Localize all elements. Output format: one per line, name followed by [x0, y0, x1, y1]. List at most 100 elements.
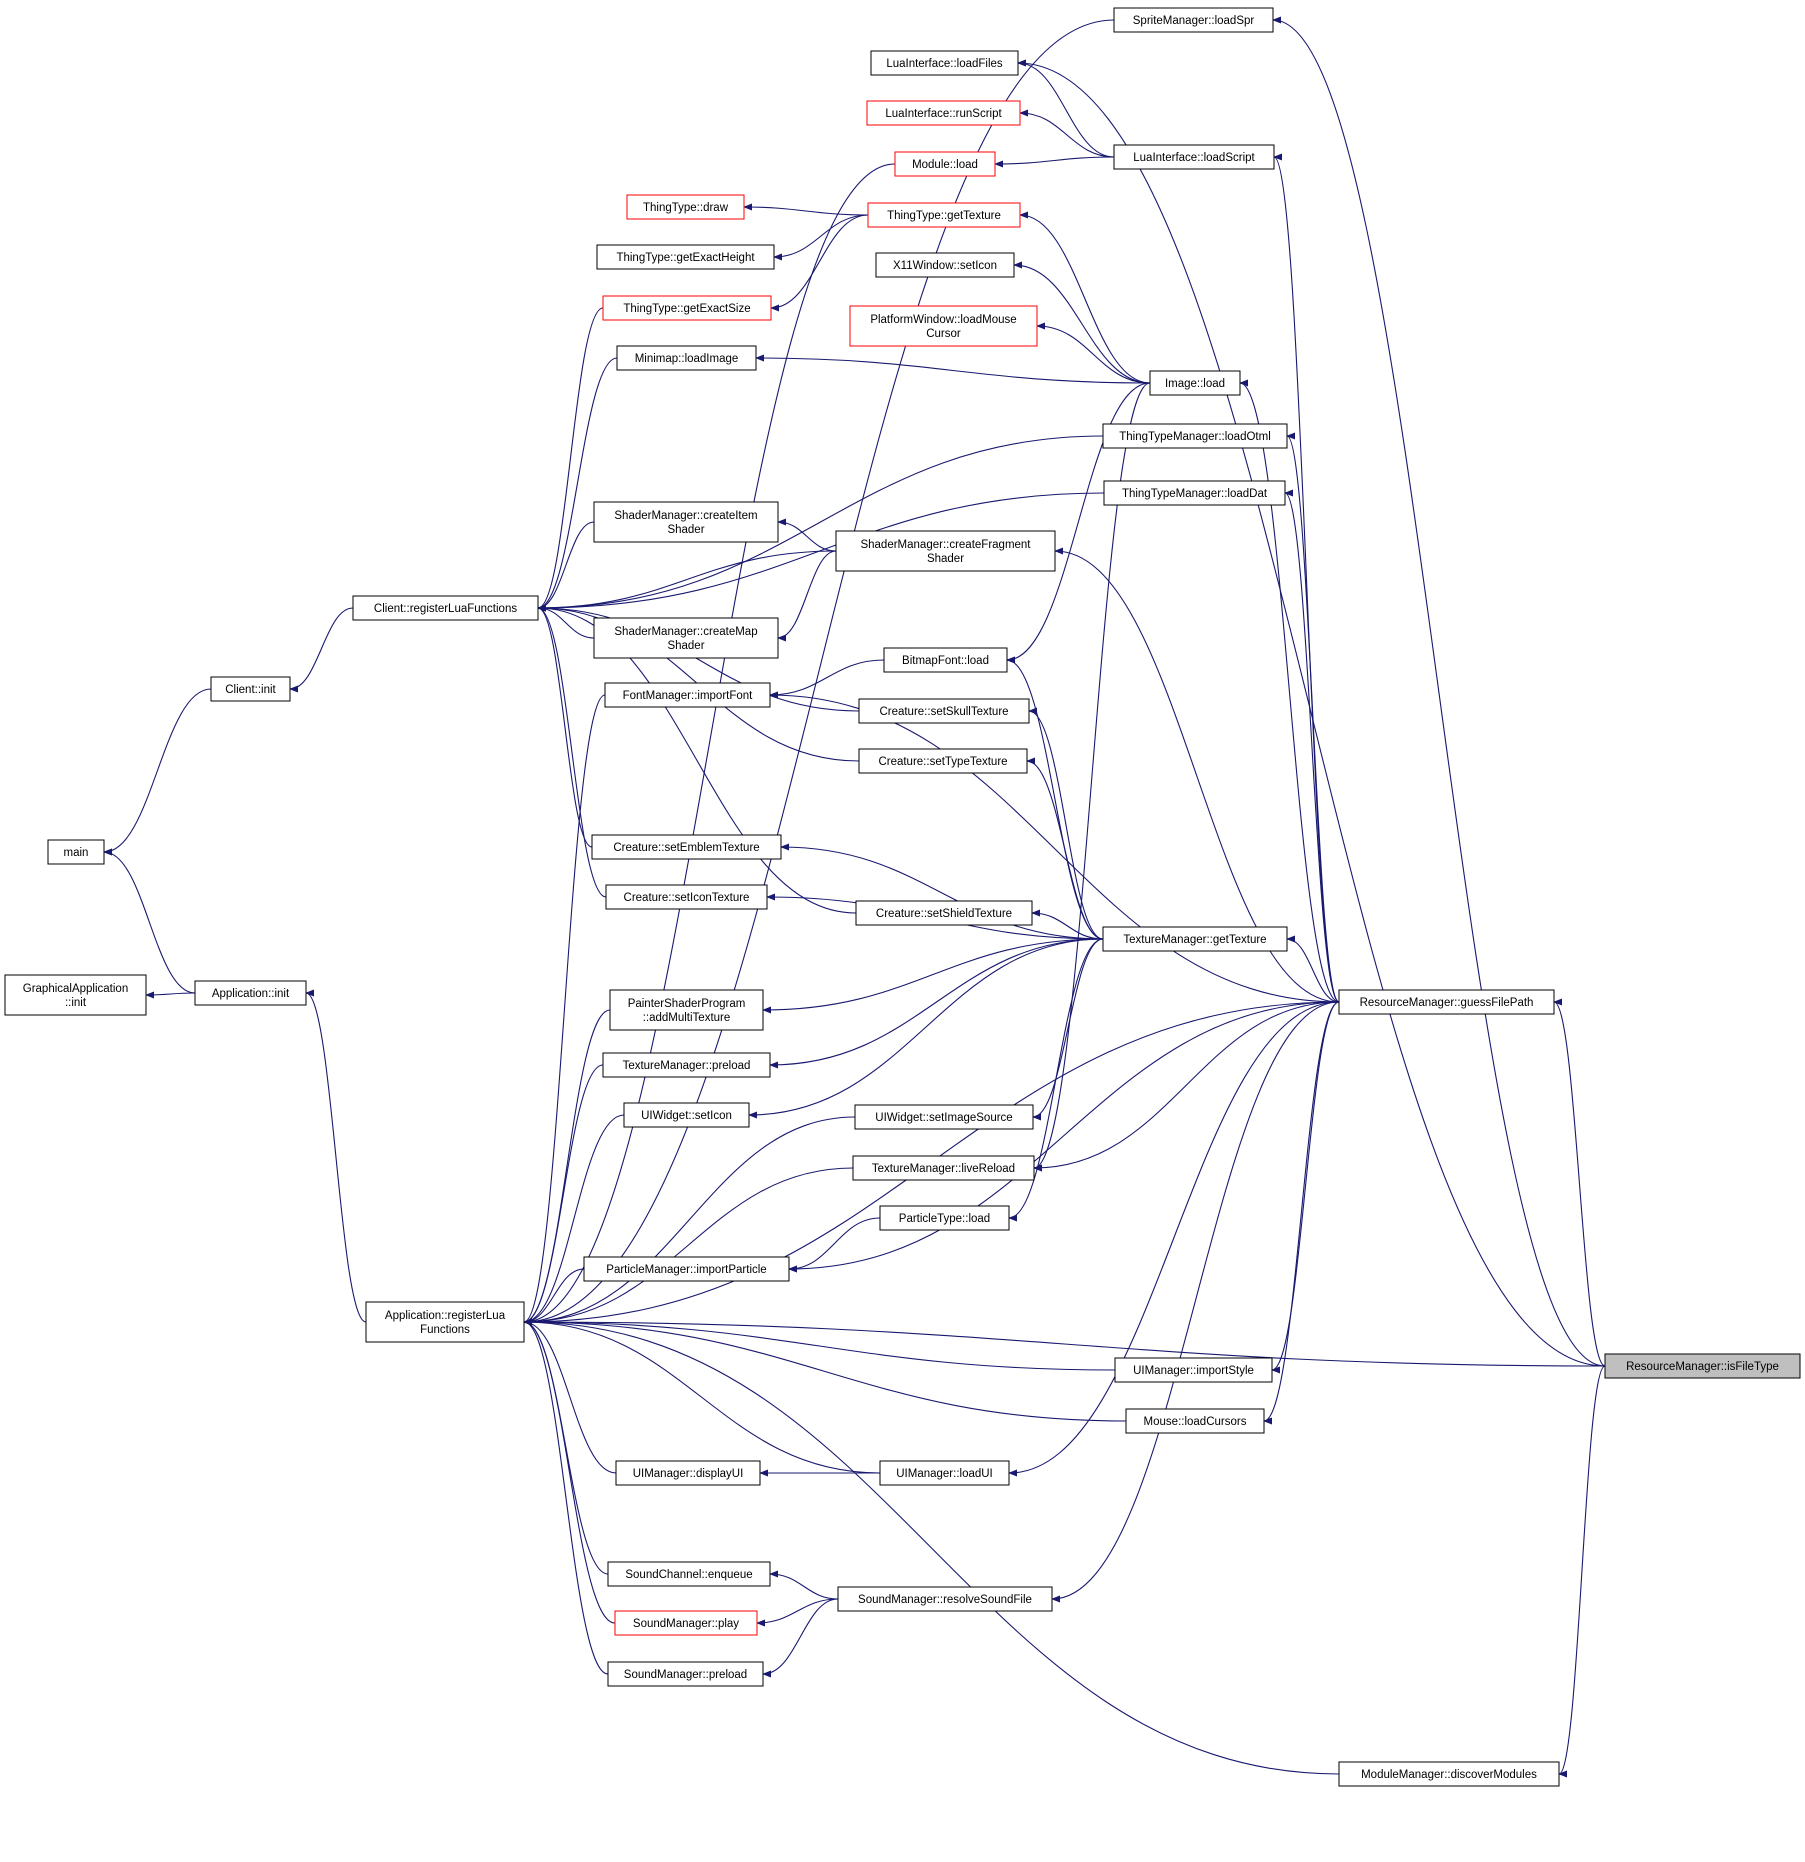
node-box-cr_type[interactable] [858, 748, 1028, 774]
node-tt_gettexture[interactable]: ThingType::getTexture [867, 202, 1021, 228]
node-sc_enqueue[interactable]: SoundChannel::enqueue [607, 1561, 771, 1587]
node-box-rm_guess[interactable] [1338, 989, 1555, 1015]
node-box-cr_icon[interactable] [605, 884, 768, 910]
node-box-app_init[interactable] [194, 980, 307, 1006]
node-x11_seticon[interactable]: X11Window::setIcon [875, 252, 1015, 278]
node-uiw_seticon[interactable]: UIWidget::setIcon [623, 1102, 750, 1128]
node-uiw_setimage[interactable]: UIWidget::setImageSource [854, 1104, 1034, 1130]
node-image_load[interactable]: Image::load [1149, 370, 1241, 396]
node-lua_loadscript[interactable]: LuaInterface::loadScript [1113, 144, 1275, 170]
node-box-tt_exactheight[interactable] [596, 244, 775, 270]
node-box-spr_loadspr[interactable] [1113, 7, 1274, 33]
node-box-image_load[interactable] [1149, 370, 1241, 396]
node-cr_shield[interactable]: Creature::setShieldTexture [855, 900, 1033, 926]
node-pm_import[interactable]: ParticleManager::importParticle [583, 1256, 790, 1282]
node-box-client_reglua[interactable] [352, 595, 539, 621]
node-box-sc_enqueue[interactable] [607, 1561, 771, 1587]
node-box-sndm_preload[interactable] [607, 1661, 764, 1687]
node-sndm_resolve[interactable]: SoundManager::resolveSoundFile [837, 1586, 1053, 1612]
node-box-uim_loadui[interactable] [879, 1460, 1010, 1486]
node-box-minimap_loadimage[interactable] [616, 345, 757, 371]
node-texm_preload[interactable]: TextureManager::preload [602, 1052, 771, 1078]
node-box-sndm_play[interactable] [614, 1610, 758, 1636]
node-lua_loadfiles[interactable]: LuaInterface::loadFiles [870, 50, 1019, 76]
node-box-mouse_loadcursors[interactable] [1125, 1408, 1265, 1434]
node-box-rm_isfiletype[interactable] [1604, 1353, 1801, 1379]
node-pt_load[interactable]: ParticleType::load [879, 1205, 1010, 1231]
node-uim_loadui[interactable]: UIManager::loadUI [879, 1460, 1010, 1486]
node-cr_emblem[interactable]: Creature::setEmblemTexture [591, 834, 782, 860]
node-box-module_load[interactable] [894, 151, 996, 177]
node-uim_importstyle[interactable]: UIManager::importStyle [1114, 1357, 1273, 1383]
node-rm_guess[interactable]: ResourceManager::guessFilePath [1338, 989, 1555, 1015]
node-sndm_play[interactable]: SoundManager::play [614, 1610, 758, 1636]
node-cr_skull[interactable]: Creature::setSkullTexture [858, 698, 1030, 724]
node-box-uim_importstyle[interactable] [1114, 1357, 1273, 1383]
node-box-sm_itemshader[interactable] [593, 501, 779, 543]
node-fm_importfont[interactable]: FontManager::importFont [604, 682, 771, 708]
node-texm_gettexture[interactable]: TextureManager::getTexture [1102, 926, 1288, 952]
node-box-pt_load[interactable] [879, 1205, 1010, 1231]
node-rm_isfiletype[interactable]: ResourceManager::isFileType [1604, 1353, 1801, 1379]
node-box-lua_loadfiles[interactable] [870, 50, 1019, 76]
node-tt_exactheight[interactable]: ThingType::getExactHeight [596, 244, 775, 270]
node-cr_type[interactable]: Creature::setTypeTexture [858, 748, 1028, 774]
node-box-lua_loadscript[interactable] [1113, 144, 1275, 170]
node-box-uim_displayui[interactable] [615, 1460, 761, 1486]
node-sndm_preload[interactable]: SoundManager::preload [607, 1661, 764, 1687]
node-ttm_loadotml[interactable]: ThingTypeManager::loadOtml [1102, 423, 1288, 449]
node-bitmapfont_load[interactable]: BitmapFont::load [883, 647, 1008, 673]
node-texm_livereload[interactable]: TextureManager::liveReload [852, 1155, 1035, 1181]
node-box-main[interactable] [47, 839, 105, 865]
node-box-modm_discover[interactable] [1338, 1761, 1560, 1787]
node-box-sm_mapshader[interactable] [593, 617, 779, 659]
node-box-pm_import[interactable] [583, 1256, 790, 1282]
node-box-app_reglua[interactable] [365, 1301, 525, 1343]
node-app_reglua[interactable]: Application::registerLuaFunctions [365, 1301, 525, 1343]
node-psp_addmulti[interactable]: PainterShaderProgram::addMultiTexture [609, 989, 764, 1031]
node-box-pw_loadmouse[interactable] [849, 305, 1038, 347]
node-ga_init[interactable]: GraphicalApplication::init [4, 974, 147, 1016]
node-box-ttm_loadotml[interactable] [1102, 423, 1288, 449]
node-uim_displayui[interactable]: UIManager::displayUI [615, 1460, 761, 1486]
node-box-uiw_setimage[interactable] [854, 1104, 1034, 1130]
node-box-fm_importfont[interactable] [604, 682, 771, 708]
node-modm_discover[interactable]: ModuleManager::discoverModules [1338, 1761, 1560, 1787]
node-spr_loadspr[interactable]: SpriteManager::loadSpr [1113, 7, 1274, 33]
node-mouse_loadcursors[interactable]: Mouse::loadCursors [1125, 1408, 1265, 1434]
node-box-tt_gettexture[interactable] [867, 202, 1021, 228]
node-box-bitmapfont_load[interactable] [883, 647, 1008, 673]
node-box-lua_runscript[interactable] [866, 100, 1021, 126]
node-box-cr_emblem[interactable] [591, 834, 782, 860]
node-client_init[interactable]: Client::init [210, 676, 291, 702]
node-lua_runscript[interactable]: LuaInterface::runScript [866, 100, 1021, 126]
node-box-ttm_loaddat[interactable] [1103, 480, 1286, 506]
node-ttm_loaddat[interactable]: ThingTypeManager::loadDat [1103, 480, 1286, 506]
node-box-x11_seticon[interactable] [875, 252, 1015, 278]
node-box-ga_init[interactable] [4, 974, 147, 1016]
node-box-tt_draw[interactable] [626, 194, 745, 220]
node-box-tt_exactsize[interactable] [602, 295, 772, 321]
node-box-texm_preload[interactable] [602, 1052, 771, 1078]
node-client_reglua[interactable]: Client::registerLuaFunctions [352, 595, 539, 621]
node-main[interactable]: main [47, 839, 105, 865]
node-box-sm_fragshader[interactable] [835, 530, 1056, 572]
node-module_load[interactable]: Module::load [894, 151, 996, 177]
node-box-texm_gettexture[interactable] [1102, 926, 1288, 952]
node-tt_exactsize[interactable]: ThingType::getExactSize [602, 295, 772, 321]
node-box-psp_addmulti[interactable] [609, 989, 764, 1031]
node-box-uiw_seticon[interactable] [623, 1102, 750, 1128]
node-cr_icon[interactable]: Creature::setIconTexture [605, 884, 768, 910]
node-box-cr_shield[interactable] [855, 900, 1033, 926]
node-box-sndm_resolve[interactable] [837, 1586, 1053, 1612]
node-minimap_loadimage[interactable]: Minimap::loadImage [616, 345, 757, 371]
node-box-client_init[interactable] [210, 676, 291, 702]
node-app_init[interactable]: Application::init [194, 980, 307, 1006]
node-box-texm_livereload[interactable] [852, 1155, 1035, 1181]
node-tt_draw[interactable]: ThingType::draw [626, 194, 745, 220]
node-box-cr_skull[interactable] [858, 698, 1030, 724]
